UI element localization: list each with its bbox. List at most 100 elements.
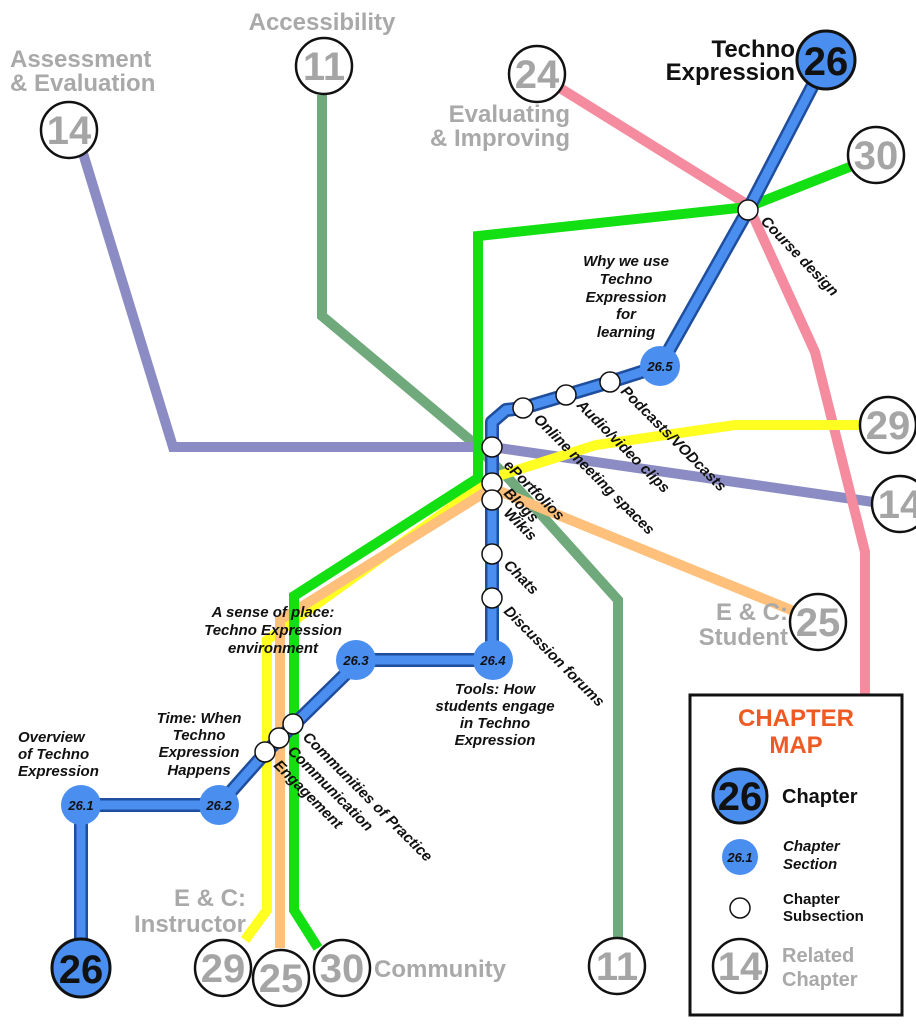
svg-text:Happens: Happens (167, 762, 230, 779)
svg-text:26.1: 26.1 (726, 850, 752, 865)
chapter-name-line1: Techno (711, 36, 795, 63)
svg-text:Overview: Overview (18, 729, 86, 746)
svg-text:26.3: 26.3 (342, 653, 369, 668)
chapter-26-bottom[interactable]: 26 (50, 937, 112, 999)
stop-hub[interactable] (481, 436, 503, 458)
legend-chapter-label: Chapter (782, 786, 858, 808)
assessment-label-line1: Assessment (10, 46, 151, 73)
svg-text:29: 29 (201, 947, 246, 991)
legend-section-label-line1: Chapter (783, 838, 841, 855)
chapter-name-line2: Expression (666, 59, 795, 86)
section-26-5-title: Why we use Techno Expression for learnin… (583, 253, 669, 341)
student-label-line2: Student (699, 624, 788, 651)
svg-text:Expression: Expression (159, 744, 240, 761)
chapter-26-top[interactable]: 26 (795, 29, 857, 91)
stop-communication[interactable] (268, 727, 290, 749)
svg-text:students engage: students engage (435, 698, 554, 715)
stop-engagement[interactable] (254, 741, 276, 763)
section-26-3-title: A sense of place: Techno Expression envi… (204, 604, 342, 657)
student-route (275, 482, 798, 948)
label-chats: Chats (500, 557, 541, 598)
svg-text:14: 14 (718, 945, 763, 989)
stop-blogs[interactable] (481, 489, 503, 511)
stop-chats[interactable] (481, 543, 503, 565)
svg-text:A sense of place:: A sense of place: (211, 604, 335, 621)
related-chapter-30-top[interactable]: 30 (846, 125, 906, 185)
related-chapter-29-right[interactable]: 29 (858, 395, 916, 455)
legend-section-label-line2: Section (783, 856, 837, 873)
legend-subsection-label-line1: Chapter (783, 891, 840, 908)
svg-text:Techno: Techno (600, 271, 653, 288)
svg-text:14: 14 (47, 109, 92, 153)
stop-podcasts[interactable] (599, 371, 621, 393)
svg-text:26: 26 (804, 40, 849, 84)
section-26-4-title: Tools: How students engage in Techno Exp… (435, 681, 554, 749)
legend-title-line2: MAP (769, 732, 822, 759)
legend-title-line1: CHAPTER (738, 705, 854, 732)
section-26-5[interactable]: 26.5 (640, 346, 680, 386)
student-label-line1: E & C: (716, 599, 788, 626)
svg-text:in Techno: in Techno (460, 715, 530, 732)
related-chapter-14-right[interactable]: 14 (870, 474, 916, 534)
related-chapter-11-top[interactable]: 11 (294, 36, 354, 96)
accessibility-label: Accessibility (249, 9, 396, 36)
instructor-label-line1: E & C: (174, 885, 246, 912)
section-26-4[interactable]: 26.4 (473, 640, 513, 680)
svg-text:of Techno: of Techno (18, 746, 89, 763)
svg-text:29: 29 (866, 404, 911, 448)
route-lines (77, 83, 881, 951)
related-chapter-11-bottom[interactable]: 11 (587, 936, 647, 996)
svg-text:26.1: 26.1 (67, 798, 93, 813)
evaluating-label-line2: & Improving (430, 125, 570, 152)
section-26-1-title: Overview of Techno Expression (18, 729, 99, 780)
svg-text:26.2: 26.2 (205, 798, 232, 813)
svg-text:11: 11 (303, 45, 345, 89)
stop-online-meeting[interactable] (512, 397, 534, 419)
legend-subsection-symbol (729, 897, 751, 919)
svg-text:30: 30 (854, 134, 899, 178)
related-chapter-30-bottom[interactable]: 30 (312, 938, 372, 998)
subsection-stops (254, 199, 759, 763)
svg-text:environment: environment (228, 640, 319, 657)
related-chapter-24[interactable]: 24 (507, 44, 567, 104)
related-chapter-25-right[interactable]: 25 (788, 592, 848, 652)
assessment-label-line2: & Evaluation (10, 70, 155, 97)
related-chapter-29-bottom[interactable]: 29 (193, 938, 253, 998)
svg-text:24: 24 (515, 53, 560, 97)
svg-text:Tools: How: Tools: How (455, 681, 537, 698)
stop-communities-practice[interactable] (282, 713, 304, 735)
legend-related-label-line1: Related (782, 945, 854, 967)
stop-discussion[interactable] (481, 587, 503, 609)
svg-text:14: 14 (878, 483, 916, 527)
svg-text:Time: When: Time: When (157, 710, 242, 727)
legend-related-symbol: 14 (711, 937, 769, 995)
svg-text:11: 11 (596, 945, 638, 989)
svg-text:30: 30 (320, 947, 365, 991)
svg-text:Expression: Expression (455, 732, 536, 749)
instructor-label-line2: Instructor (134, 911, 246, 938)
evaluating-route (557, 83, 870, 696)
svg-text:25: 25 (259, 957, 304, 1001)
svg-text:26: 26 (718, 775, 763, 819)
legend-related-label-line2: Chapter (782, 969, 858, 991)
section-26-2[interactable]: 26.2 (199, 785, 239, 825)
section-26-3[interactable]: 26.3 (336, 640, 376, 680)
community-label: Community (374, 956, 507, 983)
svg-text:Techno: Techno (173, 727, 226, 744)
legend-subsection-label-line2: Subsection (783, 908, 864, 925)
svg-text:26.5: 26.5 (646, 359, 673, 374)
legend-section-symbol: 26.1 (722, 839, 758, 875)
svg-text:for: for (616, 306, 637, 323)
evaluating-label-line1: Evaluating (449, 101, 570, 128)
svg-text:learning: learning (597, 324, 655, 341)
stop-audio-video[interactable] (555, 384, 577, 406)
svg-text:Why we use: Why we use (583, 253, 669, 270)
stop-course-design[interactable] (737, 199, 759, 221)
related-chapter-14-left[interactable]: 14 (39, 100, 99, 160)
related-chapter-25-bottom[interactable]: 25 (251, 948, 311, 1008)
svg-text:Techno Expression: Techno Expression (204, 622, 342, 639)
section-stops: 26.1 26.2 26.3 26.4 26.5 (61, 346, 680, 825)
section-26-1[interactable]: 26.1 (61, 785, 101, 825)
section-26-2-title: Time: When Techno Expression Happens (157, 710, 242, 779)
